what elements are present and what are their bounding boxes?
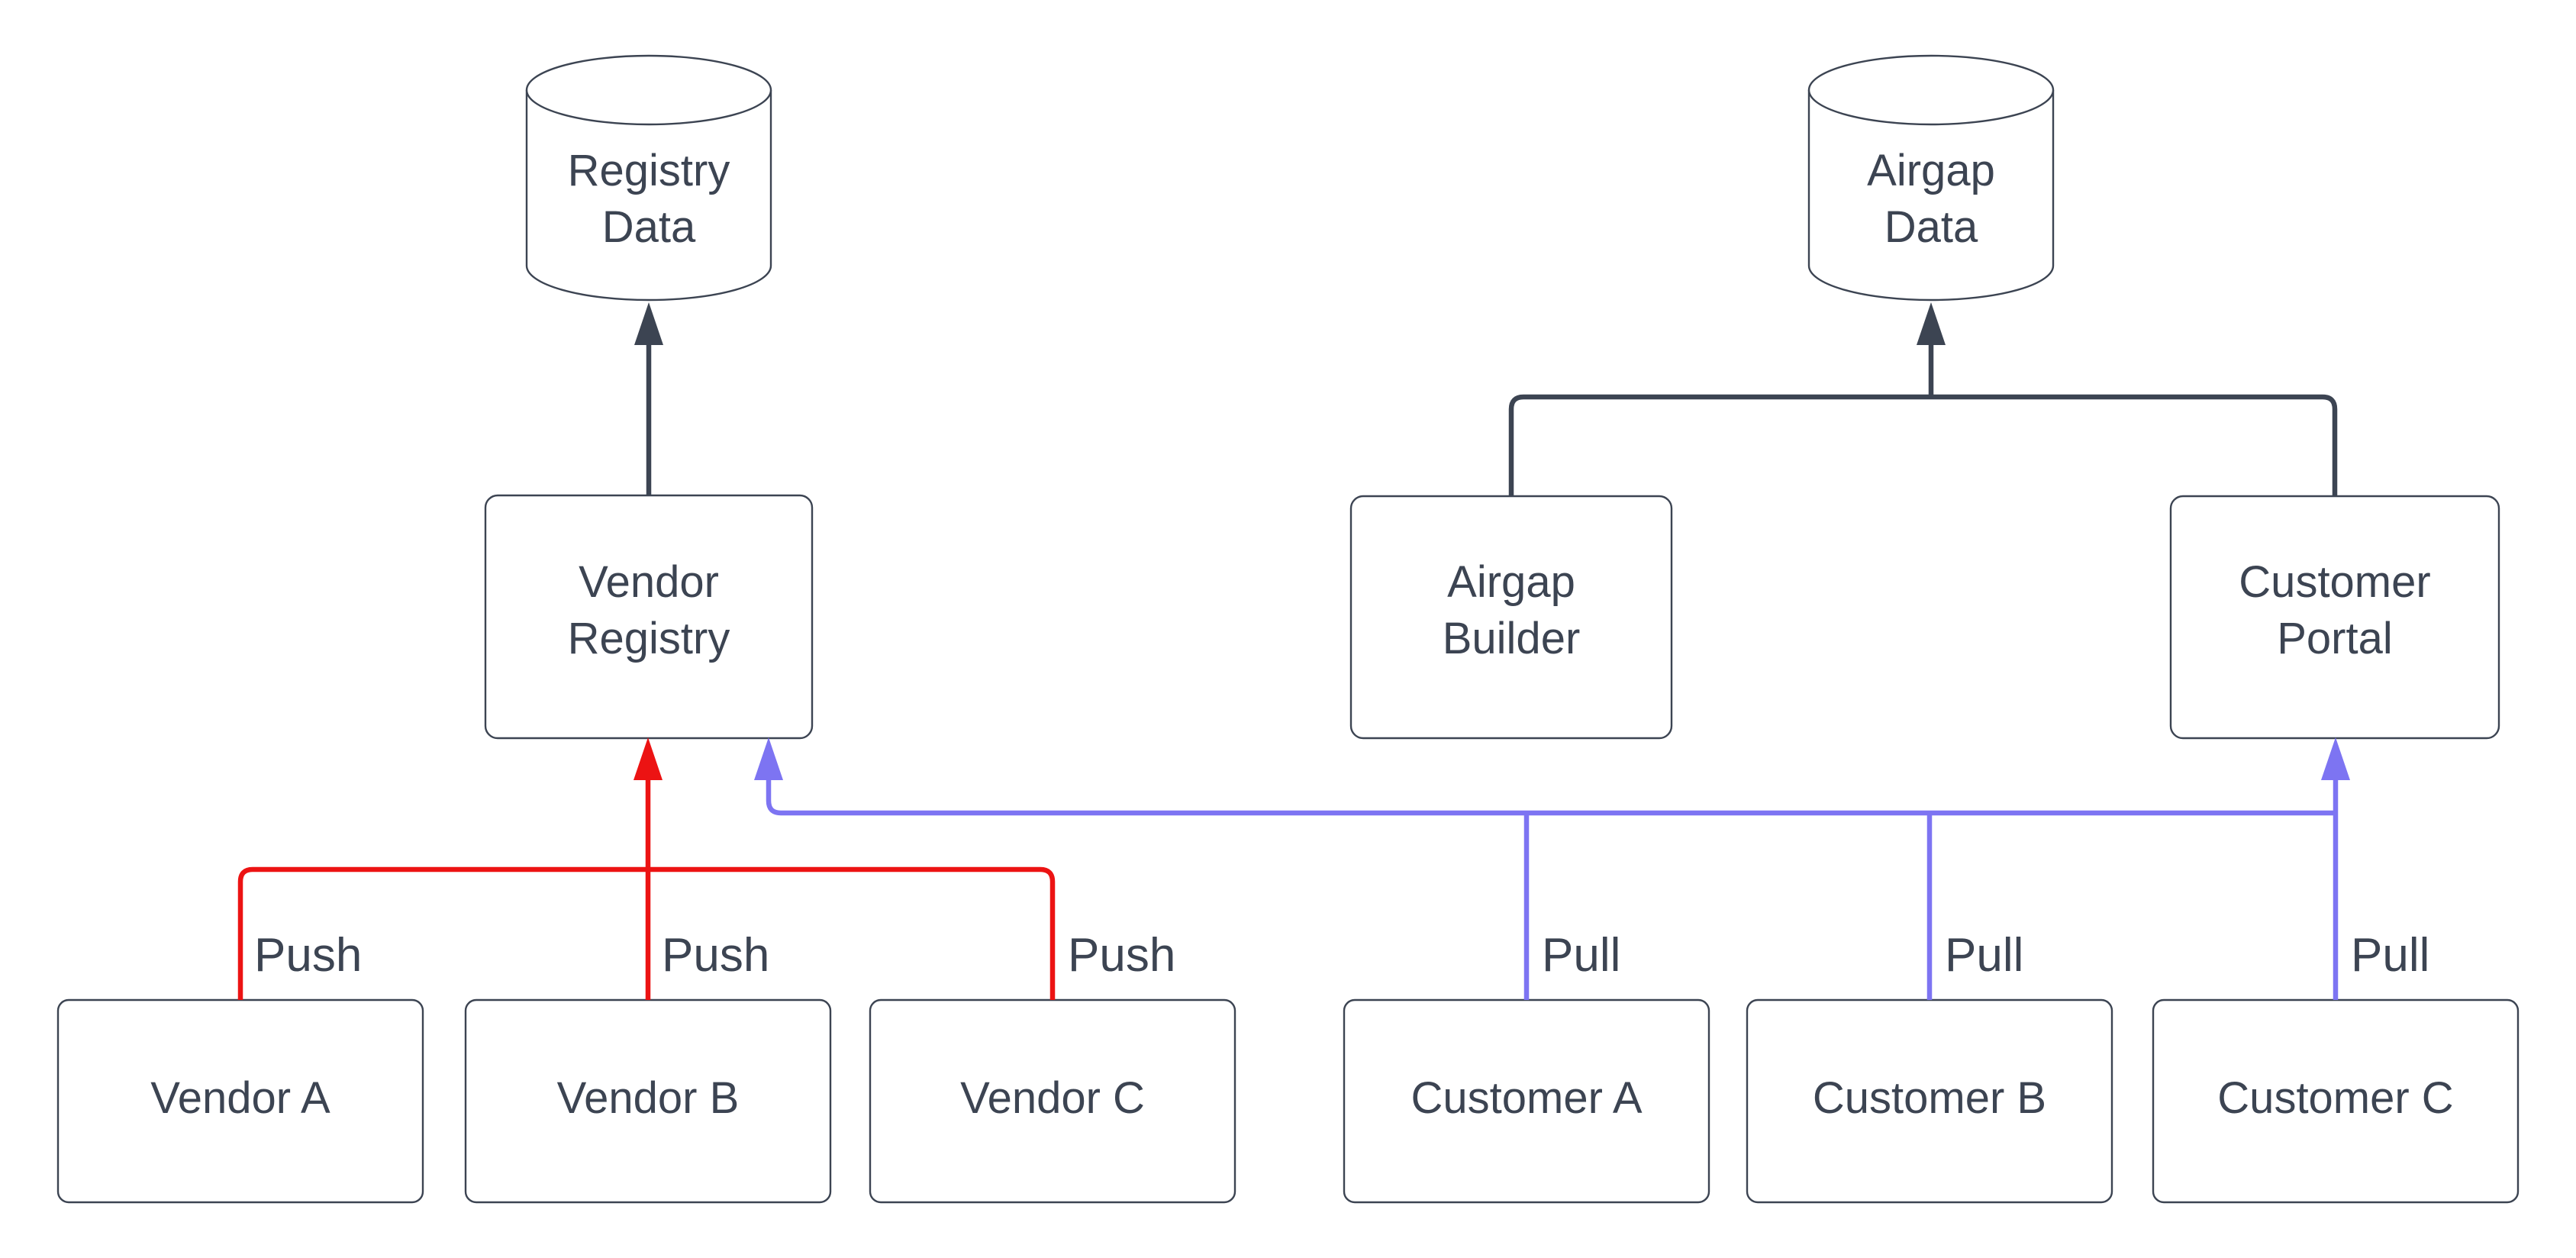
- edge-label-pull: Pull: [1945, 929, 2023, 982]
- cylinder-top: [1807, 54, 2055, 126]
- node-registry-data: Registry Data: [525, 54, 772, 302]
- node-label: Customer: [2239, 557, 2430, 607]
- edges: Push Push Push Pull Pull Pull: [237, 302, 2429, 1000]
- node-label: Customer A: [1411, 1073, 1643, 1123]
- cylinder-shape: [1807, 90, 2055, 302]
- node-vendor-c: Vendor C: [869, 998, 1236, 1204]
- node-label: Vendor A: [150, 1073, 330, 1123]
- edge-label-push: Push: [1068, 929, 1175, 982]
- node-label: Data: [1884, 202, 1978, 252]
- node-customer-portal: Customer Portal: [2169, 495, 2500, 740]
- node-label: Registry: [568, 146, 730, 195]
- node-label: Builder: [1443, 614, 1581, 663]
- node-label: Customer B: [1813, 1073, 2046, 1123]
- cylinder-top: [525, 54, 772, 126]
- node-airgap-builder: Airgap Builder: [1349, 495, 1673, 740]
- node-vendor-registry: Vendor Registry: [484, 494, 814, 740]
- node-label: Airgap: [1447, 557, 1575, 607]
- node-label: Data: [602, 202, 696, 252]
- edge-pull-trunk: [766, 780, 2336, 816]
- edge-vendor-a-push: [237, 866, 648, 1000]
- edge-vendor-c-push: [648, 866, 1056, 1000]
- node-customer-a: Customer A: [1343, 998, 1710, 1204]
- edge-label-pull: Pull: [1542, 929, 1620, 982]
- edge-label-push: Push: [662, 929, 769, 982]
- arrowhead-up-icon: [754, 737, 783, 780]
- edge-label-push: Push: [254, 929, 362, 982]
- node-label: Vendor: [579, 557, 719, 607]
- node-vendor-b: Vendor B: [464, 998, 832, 1204]
- node-label: Vendor B: [557, 1073, 740, 1123]
- edge-label-pull: Pull: [2351, 929, 2429, 982]
- arrowhead-up-icon: [1917, 302, 1946, 345]
- node-vendor-a: Vendor A: [56, 998, 424, 1204]
- edge-airgap-builder-customer-portal-trunk: [1508, 394, 2338, 496]
- node-label: Portal: [2277, 614, 2393, 663]
- arrowhead-up-icon: [634, 737, 663, 780]
- node-airgap-data: Airgap Data: [1807, 54, 2055, 302]
- node-label: Registry: [568, 614, 730, 663]
- node-label: Customer C: [2217, 1073, 2453, 1123]
- cylinder-shape: [525, 90, 772, 302]
- arrowhead-up-icon: [2321, 737, 2350, 780]
- node-label: Vendor C: [960, 1073, 1145, 1123]
- nodes: Registry Data Airgap Data Vendor Registr…: [56, 54, 2520, 1204]
- node-label: Airgap: [1867, 146, 1995, 195]
- node-customer-b: Customer B: [1746, 998, 2113, 1204]
- arrowhead-up-icon: [634, 302, 663, 345]
- node-customer-c: Customer C: [2152, 998, 2520, 1204]
